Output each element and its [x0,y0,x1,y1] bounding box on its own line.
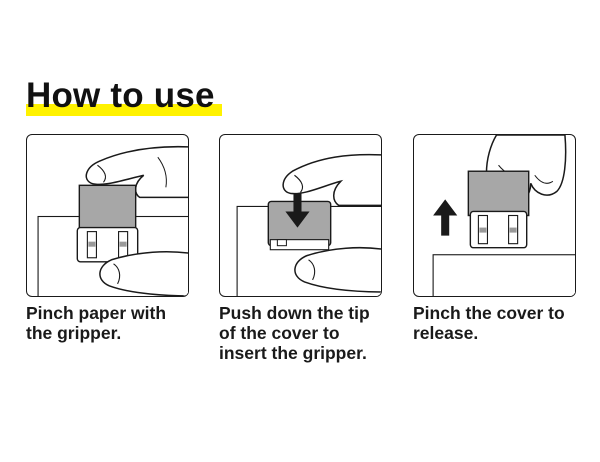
push-down-illustration [236,153,381,296]
pinch-paper-illustration [37,145,188,296]
heading-highlight [26,104,222,116]
caption-line: Pinch the cover to [413,303,565,323]
caption-line: release. [413,323,479,343]
caption-line: of the cover to [219,323,340,343]
step-1-illustration [26,134,189,297]
release-illustration [432,135,575,296]
caption-line: insert the gripper. [219,343,367,363]
step-2-illustration [219,134,382,297]
page-title: How to use [26,76,215,115]
step-3-illustration [413,134,576,297]
step-2-caption: Push down the tip of the cover to insert… [219,303,397,363]
caption-line: Push down the tip [219,303,370,323]
step-1-caption: Pinch paper with the gripper. [26,303,204,343]
caption-line: Pinch paper with [26,303,167,323]
caption-line: the gripper. [26,323,122,343]
heading: How to use [26,76,222,116]
step-3-caption: Pinch the cover to release. [413,303,591,343]
